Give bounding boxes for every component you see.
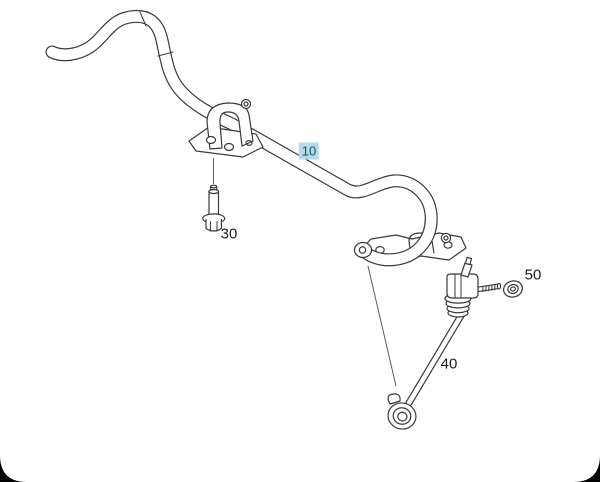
eye-tab (387, 393, 401, 405)
bar-end-eye (353, 241, 373, 259)
lock-nut-drawing[interactable] (502, 279, 524, 299)
clamp-top-bolt (240, 98, 252, 110)
part-label-40[interactable]: 40 (440, 355, 458, 373)
part-label-50[interactable]: 50 (524, 266, 542, 284)
corner-masks (0, 455, 600, 482)
part-label-10[interactable]: 10 (298, 142, 320, 160)
leader-line-link (367, 265, 397, 387)
part-label-30[interactable]: 30 (220, 225, 238, 243)
bar-sleeve-mark (139, 11, 147, 27)
bar-sleeve-mark (157, 51, 174, 57)
stabilizer-link-drawing[interactable] (386, 256, 502, 432)
leader-lines (213, 158, 397, 387)
clamp-bolt-drawing[interactable] (202, 184, 226, 232)
front-clamp-bracket-drawing[interactable] (188, 98, 264, 158)
